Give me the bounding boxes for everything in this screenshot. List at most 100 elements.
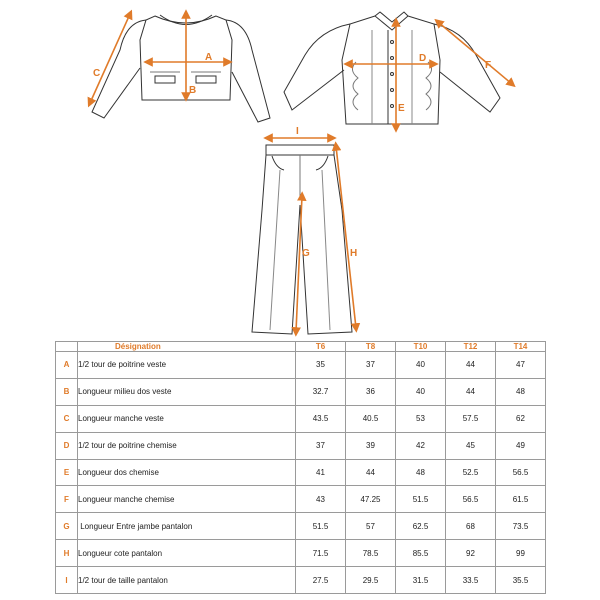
size-value: 56.5 [495, 458, 546, 487]
size-value: 36 [345, 377, 396, 406]
size-value: 48 [495, 377, 546, 406]
size-value: 51.5 [295, 512, 346, 541]
size-value: 51.5 [395, 485, 446, 514]
row-code: D [55, 431, 78, 460]
row-code: I [55, 566, 78, 594]
measure-label-d: D [419, 53, 426, 64]
size-header: T8 [345, 341, 396, 352]
row-code: C [55, 404, 78, 433]
size-value: 48 [395, 458, 446, 487]
size-header: T12 [445, 341, 496, 352]
size-value: 42 [395, 431, 446, 460]
size-value: 41 [295, 458, 346, 487]
measure-label-b: B [189, 85, 196, 96]
size-value: 62.5 [395, 512, 446, 541]
row-designation: Longueur cote pantalon [77, 539, 296, 567]
size-value: 40.5 [345, 404, 396, 433]
row-code: F [55, 485, 78, 514]
size-value: 99 [495, 539, 546, 567]
row-code: E [55, 458, 78, 487]
row-designation: 1/2 tour de taille pantalon [77, 566, 296, 594]
size-value: 68 [445, 512, 496, 541]
measure-label-i: I [296, 126, 299, 137]
measure-label-a: A [205, 52, 212, 63]
size-value: 62 [495, 404, 546, 433]
size-value: 35 [295, 351, 346, 379]
code-header [55, 341, 78, 352]
row-designation: 1/2 tour de poitrine veste [77, 351, 296, 379]
size-value: 43.5 [295, 404, 346, 433]
measure-arrow-g [291, 191, 307, 337]
size-value: 56.5 [445, 485, 496, 514]
size-value: 44 [445, 377, 496, 406]
size-value: 57.5 [445, 404, 496, 433]
size-value: 47 [495, 351, 546, 379]
row-designation: Longueur dos chemise [77, 458, 296, 487]
size-value: 52.5 [445, 458, 496, 487]
row-designation: Longueur milieu dos veste [77, 377, 296, 406]
size-value: 61.5 [495, 485, 546, 514]
size-value: 47.25 [345, 485, 396, 514]
measure-label-c: C [93, 68, 100, 79]
table-header-row: Désignation T6 T8 T10 T12 T14 [55, 341, 546, 352]
jacket-sketch [91, 14, 271, 123]
size-value: 37 [345, 351, 396, 379]
size-value: 92 [445, 539, 496, 567]
measure-label-g: G [302, 248, 310, 259]
size-value: 37 [295, 431, 346, 460]
size-value: 31.5 [395, 566, 446, 594]
size-value: 49 [495, 431, 546, 460]
size-value: 85.5 [395, 539, 446, 567]
size-value: 29.5 [345, 566, 396, 594]
measure-label-e: E [398, 103, 405, 114]
shirt-sketch [283, 11, 501, 125]
size-value: 44 [345, 458, 396, 487]
size-value: 39 [345, 431, 396, 460]
size-value: 71.5 [295, 539, 346, 567]
size-value: 44 [445, 351, 496, 379]
jacket-measurements [87, 9, 233, 108]
size-value: 32.7 [295, 377, 346, 406]
designation-header: Désignation [77, 341, 296, 352]
measure-label-f: F [485, 60, 491, 71]
measure-arrow-c [87, 9, 133, 108]
size-value: 40 [395, 377, 446, 406]
trousers-measurements [263, 133, 361, 337]
row-code: B [55, 377, 78, 406]
size-value: 43 [295, 485, 346, 514]
measure-arrow-h [331, 141, 361, 333]
size-value: 53 [395, 404, 446, 433]
size-value: 78.5 [345, 539, 396, 567]
row-code: H [55, 539, 78, 567]
row-code: A [55, 351, 78, 379]
measure-arrow-f [434, 18, 516, 88]
size-value: 45 [445, 431, 496, 460]
row-designation: Longueur Entre jambe pantalon [77, 512, 296, 541]
garment-sketches: A B C D E F [87, 9, 516, 337]
trousers-sketch [251, 144, 353, 335]
measure-label-h: H [350, 248, 357, 259]
size-value: 57 [345, 512, 396, 541]
size-header: T10 [395, 341, 446, 352]
row-designation: Longueur manche veste [77, 404, 296, 433]
shirt-measurements [343, 17, 516, 133]
row-code: G [55, 512, 78, 541]
size-value: 73.5 [495, 512, 546, 541]
row-designation: Longueur manche chemise [77, 485, 296, 514]
size-header: T6 [295, 341, 346, 352]
size-value: 33.5 [445, 566, 496, 594]
size-value: 35.5 [495, 566, 546, 594]
size-value: 40 [395, 351, 446, 379]
size-header: T14 [495, 341, 546, 352]
size-value: 27.5 [295, 566, 346, 594]
